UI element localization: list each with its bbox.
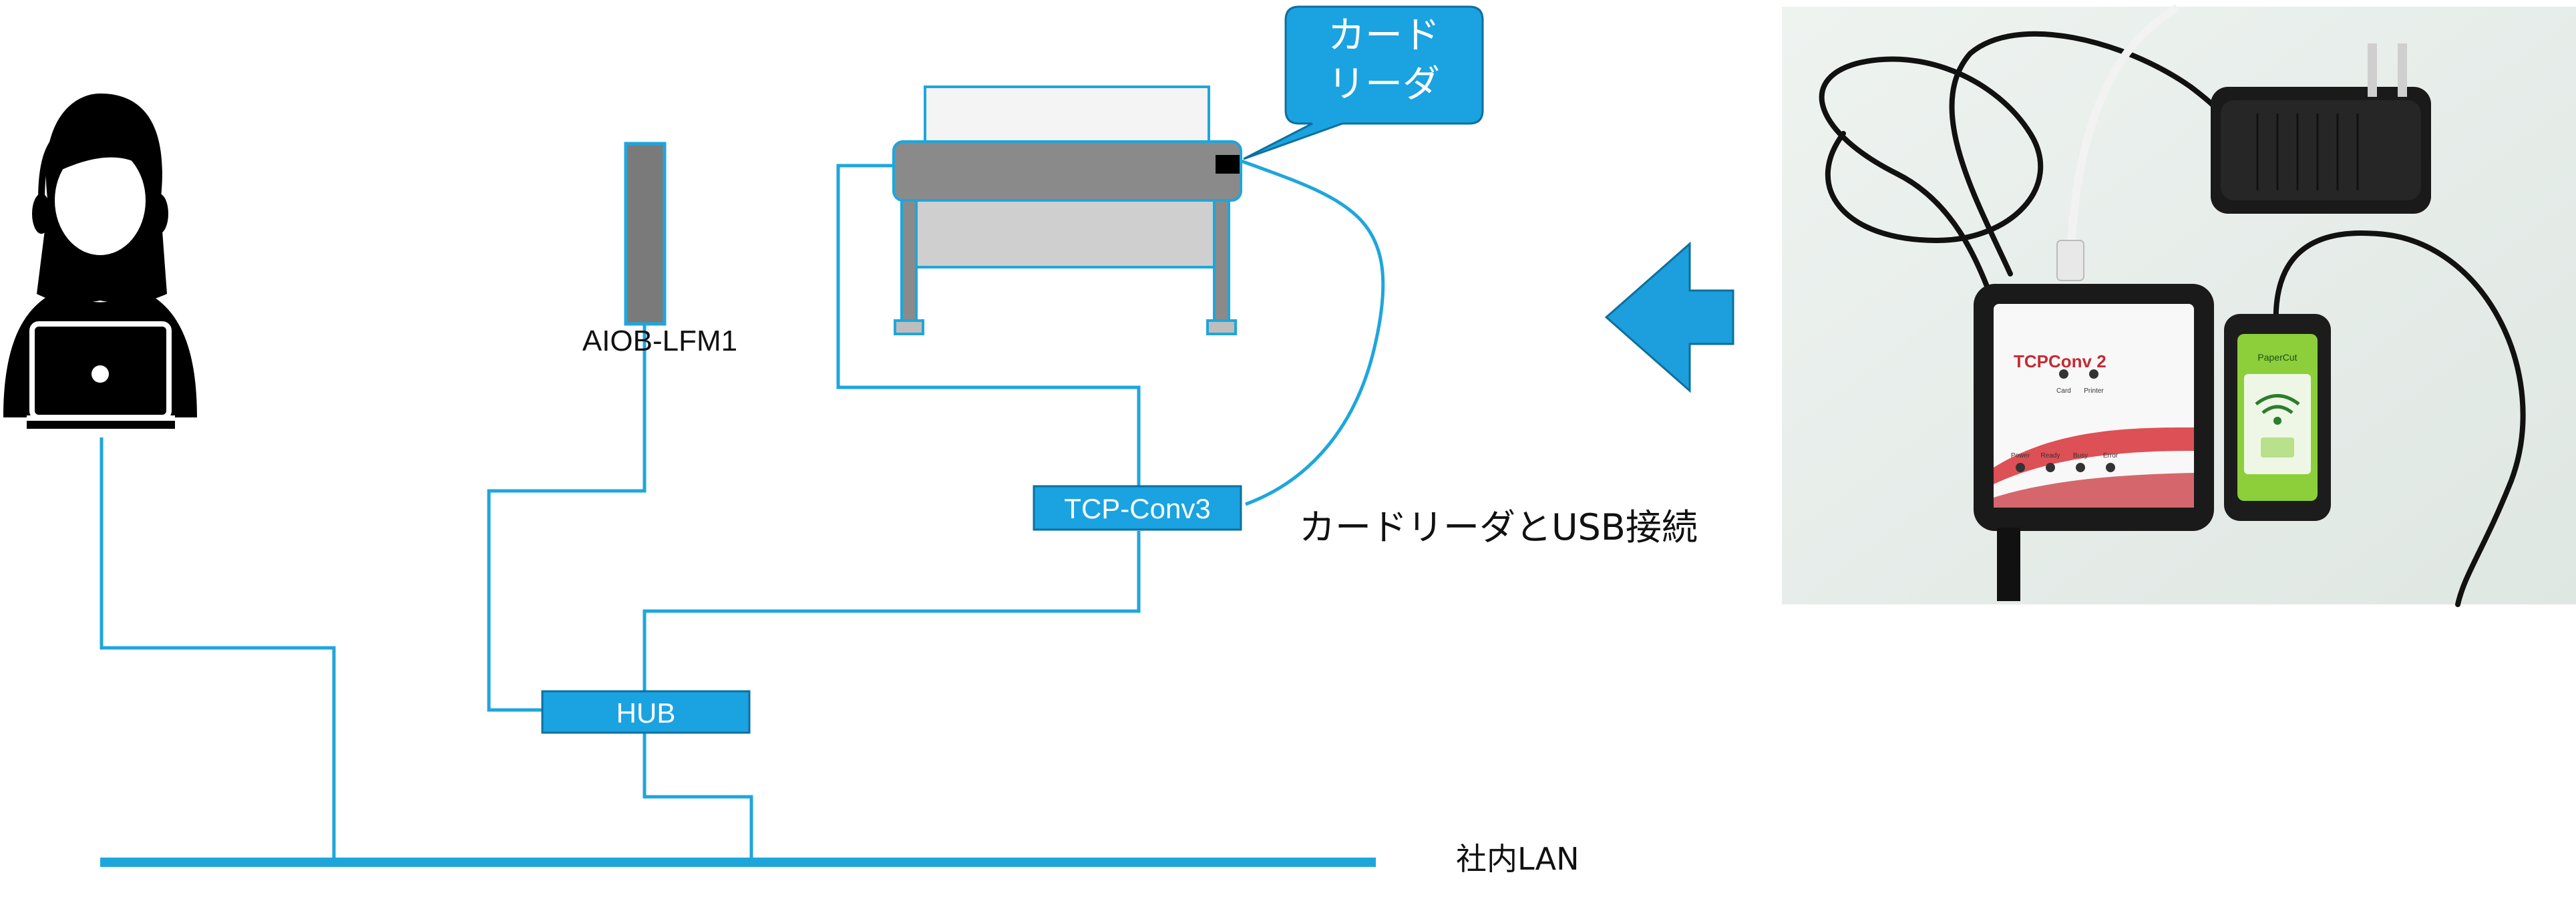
usb-connection-note: カードリーダとUSB接続 <box>1299 506 1698 548</box>
aiob-to-hub-line <box>487 324 647 712</box>
hub-label: HUB <box>616 697 676 729</box>
tcpconv2-led-card: Card <box>2056 387 2071 395</box>
callout-line-1: カード <box>1328 14 1440 57</box>
hub-box <box>541 690 751 734</box>
callout-line-2: リーダ <box>1328 63 1440 106</box>
lan-label: 社内LAN <box>1456 841 1580 877</box>
user-to-lan-line <box>100 437 336 863</box>
tcpconv-label: TCP-Conv3 <box>1064 493 1210 524</box>
tcpconv2-led-printer: Printer <box>2084 387 2104 395</box>
card-reader-icon <box>2224 314 2331 521</box>
printer-icon <box>892 85 1242 335</box>
connection-lines <box>100 157 1385 863</box>
aiob-device <box>624 142 667 326</box>
card-reader-callout <box>1243 5 1484 160</box>
lan-backbone <box>100 858 1376 867</box>
tcpconv2-led-ready: Ready <box>2041 452 2060 460</box>
aiob-label: AIOB-LFM1 <box>582 325 737 357</box>
hub-to-tcpconv-line <box>642 531 1141 693</box>
left-arrow-icon <box>1604 241 1734 393</box>
tcpconv2-led-busy: Busy <box>2073 452 2088 460</box>
tcpconv2-led-error: Error <box>2103 452 2119 460</box>
tcpconv2-led-power: Power <box>2011 452 2030 460</box>
tcpconv2-unit <box>1974 284 2214 601</box>
power-adapter <box>2211 43 2431 214</box>
hub-to-lan-line <box>642 731 753 863</box>
printer-to-tcpconv-line <box>836 164 1141 486</box>
reader-brand: PaperCut <box>2257 352 2297 363</box>
tcpconv-box <box>1033 485 1242 531</box>
user-laptop-icon <box>3 94 197 429</box>
tcpconv2-brand: TCPConv 2 <box>2014 351 2106 371</box>
card-reader-usb-line <box>1235 157 1385 506</box>
device-photo <box>1782 4 2576 607</box>
